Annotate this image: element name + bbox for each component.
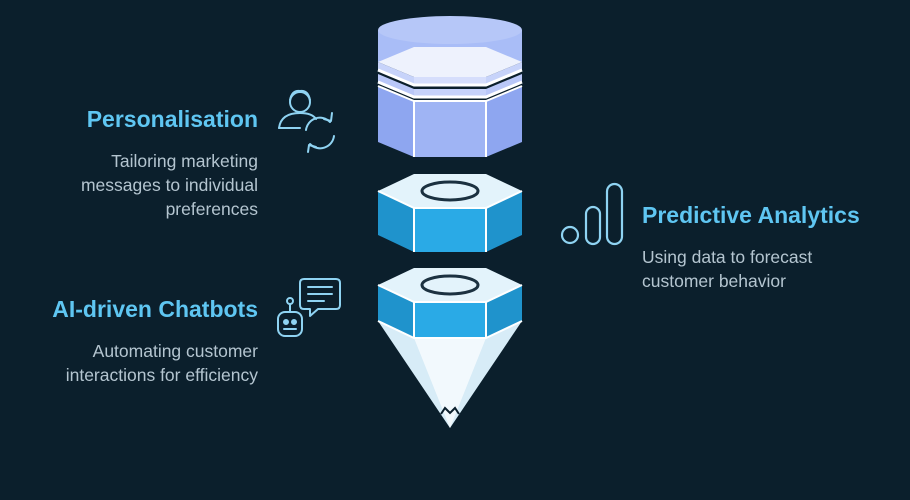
personalisation-description: Tailoring marketing messages to individu…	[80, 151, 258, 219]
personalisation-title: Personalisation	[86, 106, 258, 132]
predictive-analytics-block: Predictive Analytics Using data to forec…	[642, 201, 860, 293]
chatbot-icon	[277, 278, 341, 337]
personalisation-block: Personalisation Tailoring marketing mess…	[81, 105, 258, 221]
middle-segment	[377, 174, 523, 252]
predictive-analytics-title: Predictive Analytics	[642, 202, 860, 228]
pencil-tip	[377, 320, 523, 428]
lower-segment	[377, 268, 523, 338]
chatbots-title: AI-driven Chatbots	[52, 296, 258, 322]
bar-chart-icon	[560, 182, 624, 246]
top-segment	[377, 16, 523, 157]
chatbots-block: AI-driven Chatbots Automating customer i…	[52, 295, 258, 387]
user-sync-icon	[278, 89, 335, 153]
chatbots-description: Automating customer interactions for eff…	[65, 341, 258, 385]
predictive-analytics-description: Using data to forecast customer behavior	[642, 247, 813, 291]
